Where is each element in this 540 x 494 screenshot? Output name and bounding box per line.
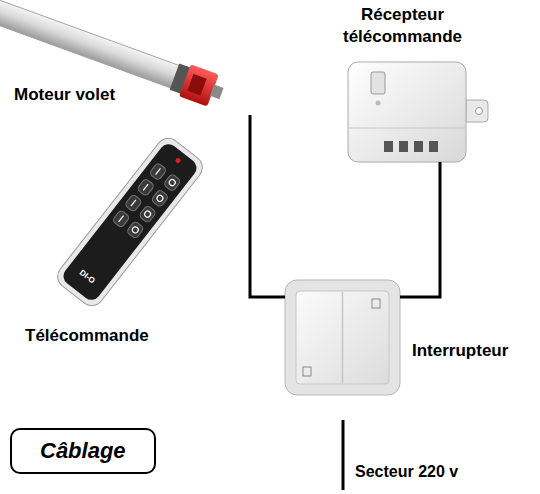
remote-drawing	[53, 133, 207, 310]
part-label: Interrupteur	[412, 340, 508, 362]
brand-mark: DI-O	[77, 267, 98, 287]
wall-switch: Interrupteur	[285, 280, 400, 395]
wire	[250, 115, 285, 297]
wire	[400, 162, 440, 297]
switch-drawing	[285, 280, 400, 395]
shutter-motor: Moteur volet	[0, 0, 255, 115]
part-label: Câblage	[40, 439, 126, 463]
remote-receiver: Récepteur télécommande	[335, 4, 485, 162]
part-label: Télécommande	[25, 325, 149, 347]
mains-wire	[342, 420, 345, 490]
part-label: Moteur volet	[14, 84, 115, 106]
remote-control: Télécommande	[20, 130, 205, 345]
mains-label: Secteur 220 v	[355, 462, 458, 482]
part-label: Récepteur télécommande	[335, 4, 470, 48]
motor-drawing	[0, 0, 227, 110]
receiver-drawing	[348, 62, 488, 162]
title-box: Câblage	[10, 428, 156, 474]
